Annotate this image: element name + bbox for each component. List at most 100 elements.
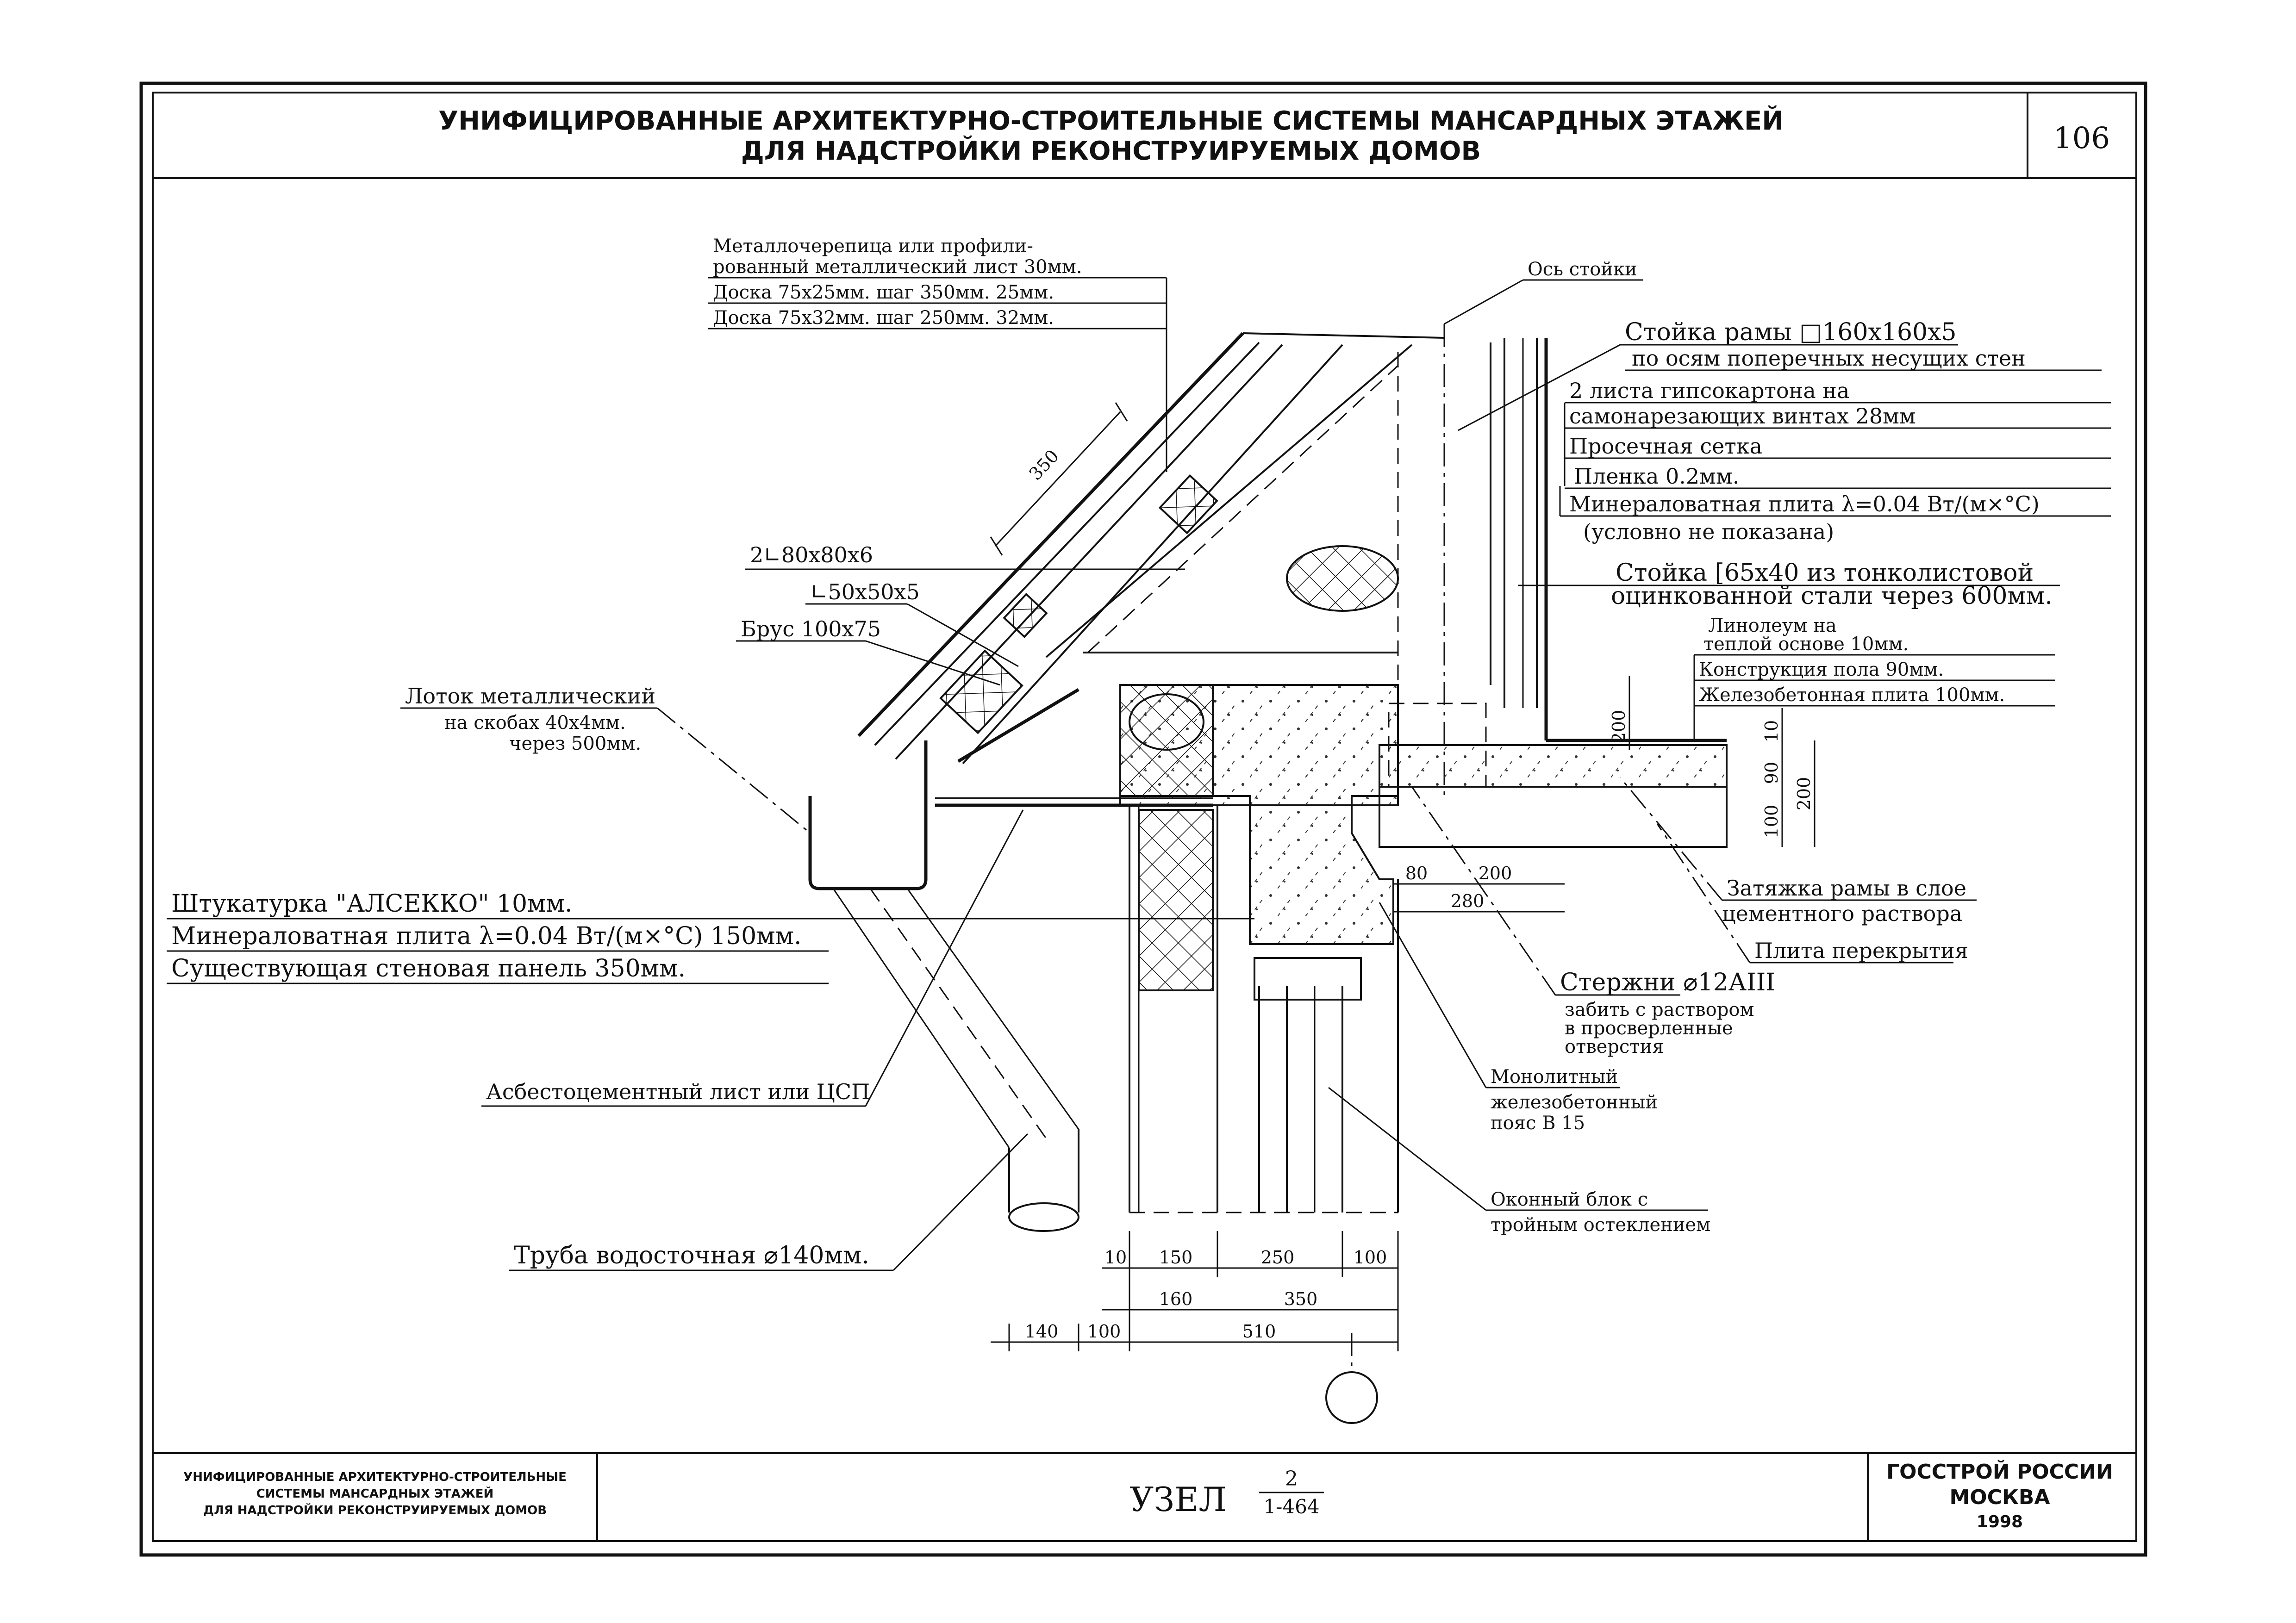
leader-tie-b bbox=[1619, 777, 1723, 901]
leader-beam-b bbox=[865, 640, 1000, 686]
node-series: 1-464 bbox=[1263, 1495, 1319, 1518]
floor-construction bbox=[1379, 744, 1728, 788]
label-rods-b: забить с раствором bbox=[1565, 999, 1754, 1020]
roof-purlin-2 bbox=[939, 649, 1023, 734]
label-frame-a: Стойка рамы □160х160х5 bbox=[1625, 318, 1957, 346]
dim-row1-100: 100 bbox=[1354, 1247, 1387, 1268]
label-gutter-c: через 500мм. bbox=[509, 733, 641, 754]
header-title-line2: ДЛЯ НАДСТРОЙКИ РЕКОНСТРУИРУЕМЫХ ДОМОВ bbox=[741, 136, 1481, 166]
label-panel: Существующая стеновая панель 350мм. bbox=[171, 955, 686, 983]
label-mono-a: Монолитный bbox=[1491, 1066, 1618, 1088]
tie-rod-box bbox=[1388, 703, 1487, 788]
floor-rc-slab bbox=[1379, 786, 1728, 848]
label-plaster: Штукатурка "АЛСЕККО" 10мм. bbox=[171, 890, 572, 918]
wall-insulation bbox=[1138, 809, 1214, 991]
label-rods-c: в просверленные bbox=[1565, 1018, 1733, 1039]
leader-mono-b bbox=[1379, 902, 1487, 1088]
leader-window-b bbox=[1328, 1087, 1486, 1211]
dim-row3-100: 100 bbox=[1087, 1321, 1121, 1342]
label-wool-inner: Минераловатная плита λ=0.04 Вт/(м×°С) bbox=[1569, 491, 2040, 516]
label-board-1: Доска 75х25мм. шаг 350мм. 25мм. bbox=[713, 282, 1054, 303]
leader-column-axis-2 bbox=[1444, 279, 1523, 325]
leader-rods-b bbox=[1411, 786, 1556, 995]
dim-row1-250: 250 bbox=[1261, 1247, 1295, 1268]
roof-batten-line bbox=[874, 342, 1260, 746]
label-gypsum-b: самонарезающих винтах 28мм bbox=[1569, 404, 1916, 429]
dim-v-200: 200 bbox=[1609, 710, 1629, 744]
monolithic-belt bbox=[1212, 684, 1399, 945]
dim-v-90: 90 bbox=[1761, 762, 1782, 784]
title-block-series-line1: УНИФИЦИРОВАННЫЕ АРХИТЕКТУРНО-СТРОИТЕЛЬНЫ… bbox=[183, 1470, 567, 1484]
leader-angle-50-b bbox=[907, 603, 1019, 667]
eave-insulation bbox=[1119, 684, 1214, 797]
label-stud-b: оцинкованной стали через 600мм. bbox=[1611, 582, 2053, 610]
label-beam: Брус 100х75 bbox=[741, 616, 881, 641]
dim-row2-350: 350 bbox=[1284, 1289, 1318, 1309]
dim-chain-row3: 140 100 510 bbox=[991, 1321, 1398, 1343]
label-downpipe: Труба водосточная ⌀140мм. bbox=[514, 1242, 869, 1269]
roof-rafter-top bbox=[962, 344, 1343, 765]
org-city: МОСКВА bbox=[1949, 1486, 2050, 1509]
label-asbestos: Асбестоцементный лист или ЦСП bbox=[486, 1079, 870, 1104]
dim-h-80: 80 bbox=[1405, 863, 1428, 883]
label-mono-b: железобетонный bbox=[1491, 1092, 1658, 1113]
roof-rafter-bottom bbox=[1045, 344, 1413, 658]
dim-row3-510: 510 bbox=[1242, 1321, 1276, 1342]
label-gypsum-a: 2 листа гипсокартона на bbox=[1569, 378, 1849, 403]
label-wall-wool: Минераловатная плита λ=0.04 Вт/(м×°С) 15… bbox=[171, 922, 802, 950]
dim-chain-row1: 10 150 250 100 bbox=[1102, 1247, 1398, 1269]
label-gutter-a: Лоток металлический bbox=[405, 684, 655, 709]
downpipe-right bbox=[906, 888, 1079, 1130]
dim-v-200-right: 200 bbox=[1794, 777, 1814, 811]
roof-angle-line bbox=[957, 688, 1079, 763]
leader-asbestos-b bbox=[865, 809, 1024, 1107]
label-rods-a: Стержни ⌀12АIII bbox=[1560, 969, 1775, 996]
dim-h-200: 200 bbox=[1479, 863, 1512, 883]
label-column-axis: Ось стойки bbox=[1528, 259, 1637, 280]
roof-inner-dash bbox=[1087, 365, 1399, 653]
axis-marker bbox=[1325, 1371, 1378, 1424]
label-wool-note: (условно не показана) bbox=[1583, 519, 1834, 544]
label-floor-a: Линолеум на bbox=[1708, 615, 1837, 636]
dim-v-100: 100 bbox=[1761, 805, 1782, 839]
label-angle-50: ∟50х50х5 bbox=[810, 579, 920, 604]
label-tie-a: Затяжка рамы в слое bbox=[1727, 876, 1966, 901]
leader-downpipe-b bbox=[892, 1133, 1029, 1271]
node-word: УЗЕЛ bbox=[1129, 1480, 1227, 1519]
label-film: Пленка 0.2мм. bbox=[1574, 464, 1739, 489]
roof-purlin-3 bbox=[1003, 593, 1048, 638]
gutter bbox=[808, 740, 928, 890]
label-gutter-b: на скобах 40х4мм. bbox=[444, 712, 626, 734]
label-board-2: Доска 75х32мм. шаг 250мм. 32мм. bbox=[713, 307, 1054, 329]
eave-timber bbox=[1129, 693, 1204, 751]
downpipe-left bbox=[832, 888, 1010, 1148]
label-mesh: Просечная сетка bbox=[1569, 434, 1762, 459]
page-number: 106 bbox=[2053, 121, 2110, 155]
dim-h-280: 280 bbox=[1451, 891, 1485, 911]
title-block-series-line3: ДЛЯ НАДСТРОЙКИ РЕКОНСТРУИРУЕМЫХ ДОМОВ bbox=[203, 1503, 547, 1517]
label-window-a: Оконный блок с bbox=[1491, 1189, 1648, 1210]
label-floor-d: Железобетонная плита 100мм. bbox=[1699, 684, 2005, 706]
label-slab: Плита перекрытия bbox=[1754, 938, 1968, 963]
label-roofing-a: Металлочерепица или профили- bbox=[713, 236, 1033, 257]
label-roofing-b: рованный металлический лист 30мм. bbox=[713, 256, 1082, 278]
slope-dim-line bbox=[994, 411, 1121, 547]
roof-sheet-line bbox=[857, 332, 1244, 737]
dim-chain-row2: 160 350 bbox=[1102, 1289, 1398, 1311]
downpipe-end bbox=[1008, 1202, 1079, 1232]
label-angle-80: 2∟80х80х6 bbox=[750, 542, 873, 567]
label-floor-c: Конструкция пола 90мм. bbox=[1699, 659, 1944, 680]
roof-purlin-1 bbox=[1158, 474, 1218, 535]
window-head bbox=[1254, 957, 1362, 1001]
org-name: ГОССТРОЙ РОССИИ bbox=[1886, 1459, 2113, 1484]
title-block-series-line2: СИСТЕМЫ МАНСАРДНЫХ ЭТАЖЕЙ bbox=[256, 1486, 494, 1501]
label-floor-b: теплой основе 10мм. bbox=[1703, 634, 1909, 655]
leader-frame-b bbox=[1458, 344, 1621, 431]
downpipe-axis bbox=[869, 888, 1047, 1139]
slope-dim-tick-1 bbox=[990, 536, 1003, 556]
detail-drawing: 350 bbox=[167, 236, 2111, 1424]
slope-dim-350: 350 bbox=[1025, 446, 1063, 484]
outer-frame bbox=[139, 81, 2147, 1557]
inner-frame bbox=[152, 92, 2137, 1542]
